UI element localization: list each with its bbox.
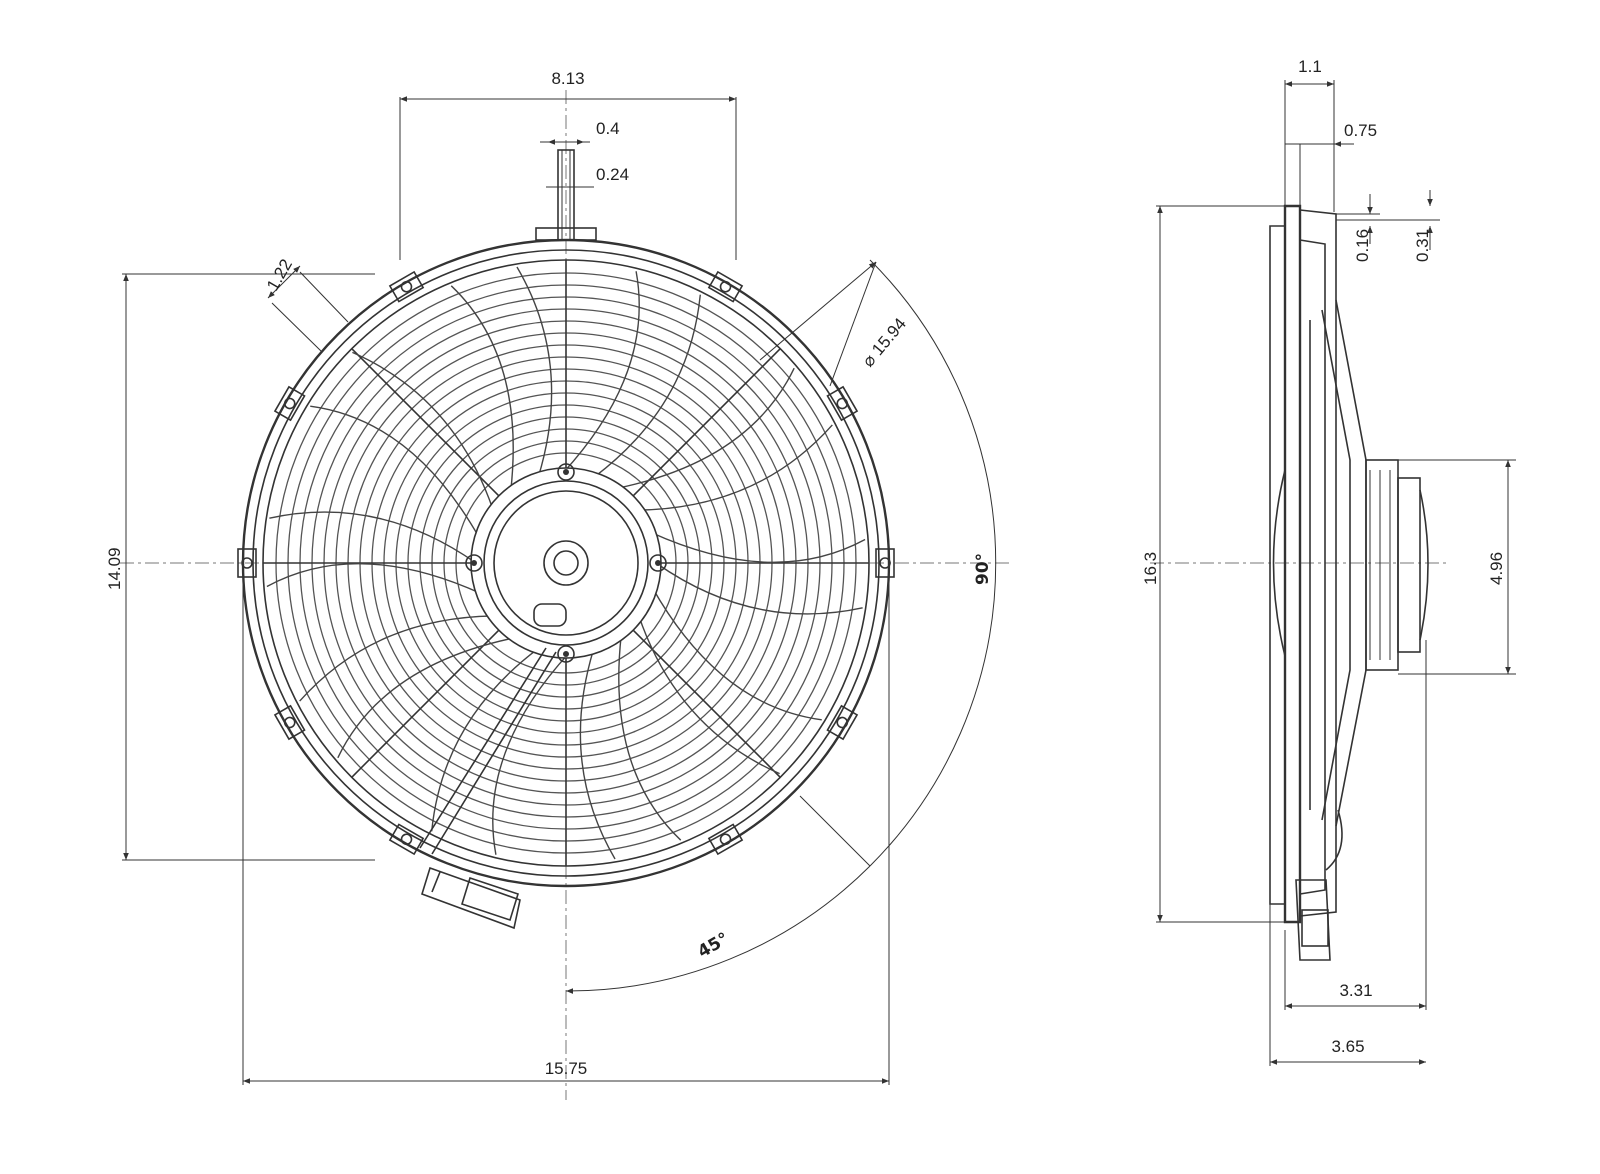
mounting-tab (826, 704, 859, 741)
dim-overall-height: 16.3 (1141, 205, 1285, 923)
mounting-tab (388, 823, 425, 856)
dim-depth-overall-label: 3.65 (1331, 1037, 1364, 1056)
mounting-tab (237, 548, 257, 578)
dim-width-label: 15.75 (545, 1059, 588, 1078)
dim-tab-outer-label: 0.4 (596, 119, 620, 138)
dim-flange: 1.1 (1284, 57, 1335, 212)
front-view: 8.13 0.4 0.24 1.22 ⌀ 15.94 (105, 69, 1010, 1100)
fan-blade (655, 562, 863, 615)
mounting-tabs (237, 270, 895, 856)
dim-height: 14.09 (105, 273, 375, 861)
mounting-tab (875, 548, 895, 578)
dim-step-b-label: 0.31 (1413, 229, 1432, 262)
fan-blade-edge (310, 405, 481, 539)
dim-tab-outer: 0.4 (540, 119, 620, 145)
angle-90-label: 90° (973, 553, 993, 585)
fan-blade-edge (651, 587, 822, 721)
grille-spoke (632, 348, 781, 497)
dim-top-span: 8.13 (399, 69, 737, 260)
dim-motor-diameter-label: 4.96 (1487, 552, 1506, 585)
fan-blade (299, 615, 494, 702)
dim-lip: 0.75 (1285, 121, 1377, 206)
dim-overall-height-label: 16.3 (1141, 552, 1160, 585)
dim-tab-inner-label: 0.24 (596, 165, 629, 184)
fan-blades (266, 266, 866, 860)
dim-depth-inner-label: 3.31 (1339, 981, 1372, 1000)
fan-blade (638, 424, 833, 511)
wire-connector (421, 866, 521, 930)
fan-blade-edge (616, 367, 795, 490)
mounting-tab (707, 823, 744, 856)
dim-lip-label: 0.75 (1344, 121, 1377, 140)
fan-blade-edge (266, 563, 482, 595)
fan-blade-edge (618, 633, 682, 841)
fan-blade (516, 266, 553, 478)
fan-blade (593, 294, 701, 478)
motor-hub (419, 463, 667, 855)
fan-blade (638, 615, 780, 775)
fan-blade (431, 648, 539, 832)
dim-step-b: 0.31 (1336, 190, 1440, 262)
dim-top-span-label: 8.13 (551, 69, 584, 88)
dim-flange-label: 1.1 (1298, 57, 1322, 76)
dim-depth-inner: 3.31 (1284, 640, 1427, 1010)
fan-blade-edge (337, 636, 516, 759)
mounting-tab (273, 704, 306, 741)
hub-label-icon (533, 603, 567, 627)
fan-blade (269, 511, 477, 564)
grille-spoke (351, 629, 500, 778)
dim-tab-inner: 0.24 (546, 165, 629, 188)
top-tab (535, 149, 597, 241)
dim-bolt-circle-label: ⌀ 15.94 (859, 314, 911, 370)
angle-45-label: 45° (695, 929, 733, 962)
side-profile (1269, 204, 1429, 961)
dim-depth-overall: 3.65 (1269, 904, 1426, 1066)
dim-height-label: 14.09 (105, 547, 124, 590)
fan-blade (352, 351, 494, 511)
fan-blade-edge (562, 271, 640, 474)
fan-blade-edge (492, 652, 570, 855)
dim-step-a-label: 0.16 (1353, 229, 1372, 262)
mounting-tab (826, 385, 859, 422)
fan-blade-edge (650, 531, 866, 563)
mounting-tab (273, 385, 306, 422)
mounting-tab (388, 270, 425, 303)
dim-width: 15.75 (242, 563, 890, 1085)
dim-step-a: 0.16 (1336, 194, 1380, 262)
grille-spoke (351, 348, 500, 497)
dim-motor-diameter: 4.96 (1398, 459, 1516, 675)
guard-spokes (263, 260, 869, 866)
fan-blade (579, 648, 616, 860)
fan-blade-edge (450, 285, 514, 493)
grille-spoke (632, 629, 781, 778)
mounting-tab (707, 270, 744, 303)
side-view: 1.1 0.75 0.16 0.31 16.3 (1141, 57, 1516, 1066)
